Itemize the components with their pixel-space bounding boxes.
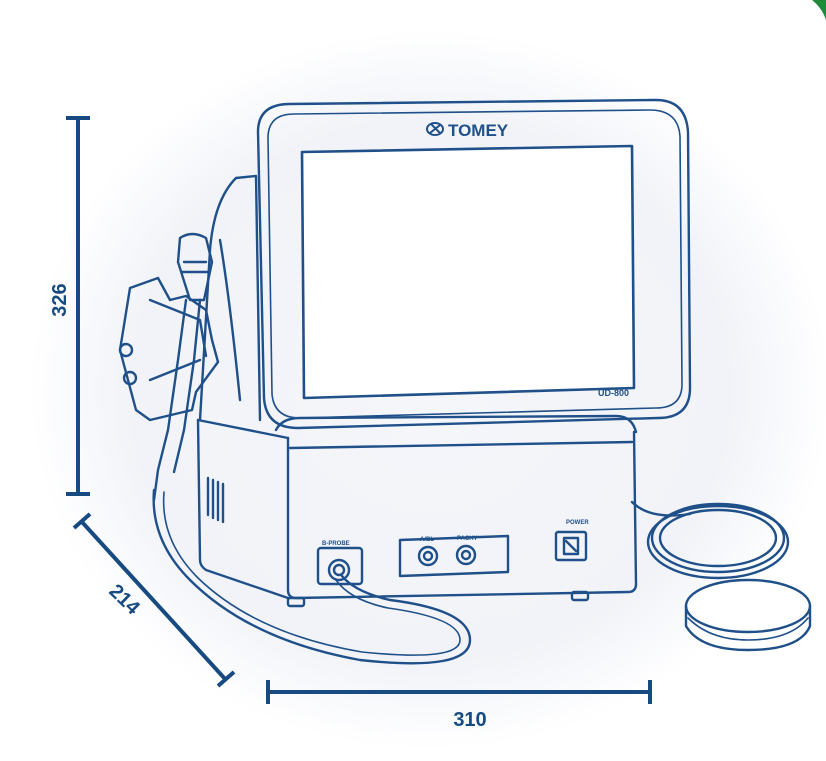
probe-holder [118, 276, 220, 422]
monitor-screen [300, 144, 636, 400]
footswitch [684, 578, 812, 652]
knob-left [417, 545, 439, 567]
height-dimension-label: 326 [49, 283, 71, 316]
monitor [256, 98, 692, 430]
base-unit [196, 414, 638, 608]
knob-left-label: A/BL [420, 537, 434, 543]
probe-handpiece [152, 232, 214, 502]
brand-label: TOMEY [448, 121, 509, 140]
width-dimension-label: 310 [453, 709, 486, 731]
power-switch [554, 530, 588, 562]
power-label: POWER [566, 520, 589, 526]
probe-cable [152, 488, 472, 665]
brand-logo-icon [426, 122, 444, 136]
width-dimension-line [266, 680, 652, 704]
probe-port-label: B-PROBE [322, 541, 350, 547]
footswitch-cable [630, 500, 790, 580]
knob-right [455, 544, 477, 566]
knob-right-label: PACHY [457, 536, 478, 542]
height-dimension-line [66, 116, 90, 496]
corner-accent [812, 0, 826, 20]
depth-dimension-line [72, 512, 236, 688]
model-label: UD-800 [598, 388, 629, 398]
